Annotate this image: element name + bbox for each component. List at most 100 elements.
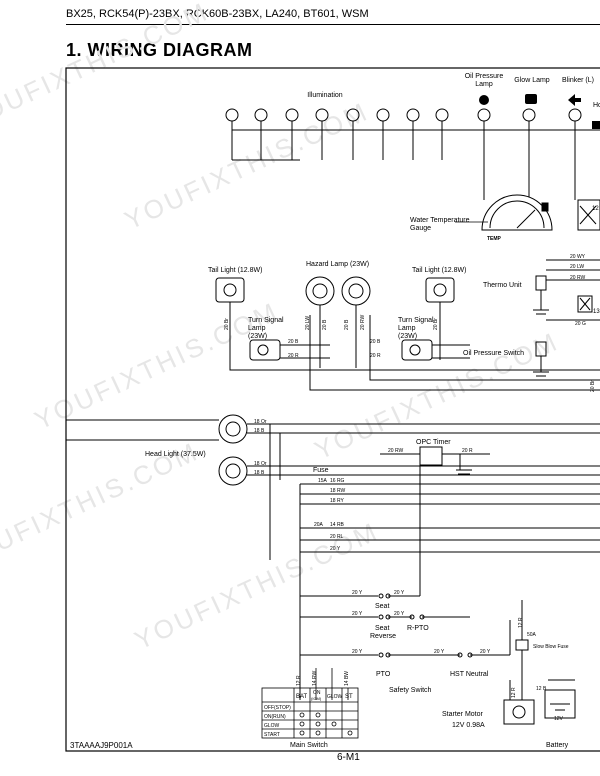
diagram-frame: [65, 67, 600, 752]
ms-onrun: ON(RUN): [264, 714, 286, 720]
wire-20r-opc: 20 R: [462, 448, 473, 454]
label-blinker: Blinker (L): [562, 77, 594, 84]
wire-20y: 20 Y: [434, 649, 445, 655]
page-title: 1. WIRING DIAGRAM: [66, 40, 253, 60]
fuse-15a: 15A: [318, 478, 328, 484]
label-head-light: Head Light (37.5W): [145, 451, 206, 458]
label-glow-lamp: Glow Lamp: [514, 77, 550, 84]
wire-20y: 20 Y: [352, 649, 363, 655]
label-battery: Battery: [546, 742, 569, 749]
illumination-bulbs: [225, 108, 600, 200]
label-starter-spec: 12V 0.98A: [452, 722, 485, 729]
label-thermo-unit: Thermo Unit: [483, 282, 522, 289]
arrow-left-icon: [568, 94, 581, 106]
wire-20y: 20 Y: [394, 611, 405, 617]
wire-20b-v: 20 B: [322, 319, 328, 330]
wire-20rw: 20 RW: [570, 275, 585, 281]
wire-18b: 18 B: [254, 428, 265, 434]
label-water-temp-2: Gauge: [410, 225, 431, 232]
wire-12b: 12 B: [536, 686, 547, 692]
header-rule: [66, 24, 600, 25]
pin-12: 12: [592, 206, 599, 212]
ms-start: START: [264, 732, 280, 738]
wire-20y: 20 Y: [480, 649, 491, 655]
lamps: [215, 276, 600, 391]
wire-12r-v: 12 R: [511, 687, 517, 698]
label-opc-timer: OPC Timer: [416, 439, 451, 446]
label-illumination: Illumination: [307, 92, 343, 99]
label-fuse: Fuse: [313, 467, 329, 474]
label-tail-light-right: Tail Light (12.8W): [412, 267, 466, 274]
head-lights: [66, 414, 600, 560]
wire-20r: 20 R: [288, 353, 299, 359]
fuse-16rg: 16 RG: [330, 478, 345, 484]
ms-igm: (IGM): [311, 696, 322, 701]
fuse-50a-value: 50A: [527, 632, 537, 638]
wire-20rw-opc: 20 RW: [388, 448, 403, 454]
label-ho: Ho: [593, 102, 600, 109]
wire-20y: 20 Y: [394, 590, 405, 596]
wire-20rw-v: 20 RW: [360, 315, 366, 330]
wire-20r: 20 R: [370, 353, 381, 359]
ms-off: OFF(STOP): [264, 705, 291, 711]
wire-20b: 20 B: [288, 339, 299, 345]
wire-20y: 20 Y: [352, 590, 363, 596]
wire-14bw-v: 14 BW: [344, 671, 350, 686]
label-turn-signal-left-3: (23W): [248, 333, 267, 340]
fuse-20a: 20A: [314, 522, 324, 528]
pin-13: 13: [593, 309, 600, 315]
main-switch-table: [261, 668, 359, 739]
label-turn-signal-left-2: Lamp: [248, 325, 266, 332]
ms-st: ST: [345, 694, 353, 700]
label-temp: TEMP: [487, 236, 502, 242]
label-turn-signal-right: Turn Signal: [398, 317, 434, 324]
wire-20br-v: 20 Br: [590, 380, 596, 392]
gauge-connector: [577, 199, 600, 231]
wire-20br-v: 20 Br: [224, 318, 230, 330]
wire-18or: 18 Or: [254, 461, 267, 467]
fuse-14rb: 14 RB: [330, 522, 345, 528]
watermark: YOUFIXTHIS.COM: [120, 96, 374, 236]
ms-on: ON: [313, 690, 321, 696]
glow-plug-icon: [525, 94, 537, 104]
document-header: BX25, RCK54(P)-23BX, RCK60B-23BX, LA240,…: [66, 8, 369, 20]
sensors: [533, 259, 600, 377]
wire-20lw: 20 LW: [570, 264, 584, 270]
battery-voltage: 12V: [554, 716, 564, 722]
fuse-18rw: 18 RW: [330, 488, 345, 494]
wire-20wy: 20 WY: [570, 254, 586, 260]
label-r-pto: R-PTO: [407, 625, 429, 632]
label-seat: Seat: [375, 603, 389, 610]
fuse-block: [299, 483, 600, 700]
label-hst-neutral: HST Neutral: [450, 671, 489, 678]
watermark: YOUFIXTHIS.COM: [30, 296, 284, 436]
wire-20y: 20 Y: [352, 611, 363, 617]
wire-20br-v: 20 Br: [433, 318, 439, 330]
label-water-temp: Water Temperature: [410, 217, 470, 224]
label-pto: PTO: [376, 671, 391, 678]
label-oil-pressure-lamp-2: Lamp: [475, 81, 493, 88]
starter-battery: [503, 600, 576, 725]
ms-bat: BAT: [296, 694, 308, 700]
label-slow-blow-fuse: Slow Blow Fuse: [533, 644, 569, 650]
label-oil-pressure-lamp: Oil Pressure: [465, 73, 504, 80]
fuse-20y: 20 Y: [330, 546, 341, 552]
wire-18or: 18 Or: [254, 419, 267, 425]
label-starter-motor: Starter Motor: [442, 711, 484, 718]
ms-glow-row: GLOW: [264, 723, 280, 729]
label-turn-signal-left: Turn Signal: [248, 317, 284, 324]
label-seat-reverse: Seat: [375, 625, 389, 632]
wire-14rw-v: 14 RW: [312, 671, 318, 686]
label-seat-reverse-2: Reverse: [370, 633, 396, 640]
page-number: 6-M1: [337, 752, 360, 763]
wire-20g: 20 G: [575, 321, 586, 327]
label-turn-signal-right-3: (23W): [398, 333, 417, 340]
indicator-icons: [479, 94, 600, 129]
ms-glow: GLOW: [327, 694, 343, 700]
label-safety-switch: Safety Switch: [389, 687, 432, 694]
label-main-switch: Main Switch: [290, 742, 328, 749]
wire-12r-v: 12 R: [296, 675, 302, 686]
water-temperature-gauge: [481, 194, 553, 231]
figure-code: 3TAAAAJ9P001A: [70, 741, 133, 750]
